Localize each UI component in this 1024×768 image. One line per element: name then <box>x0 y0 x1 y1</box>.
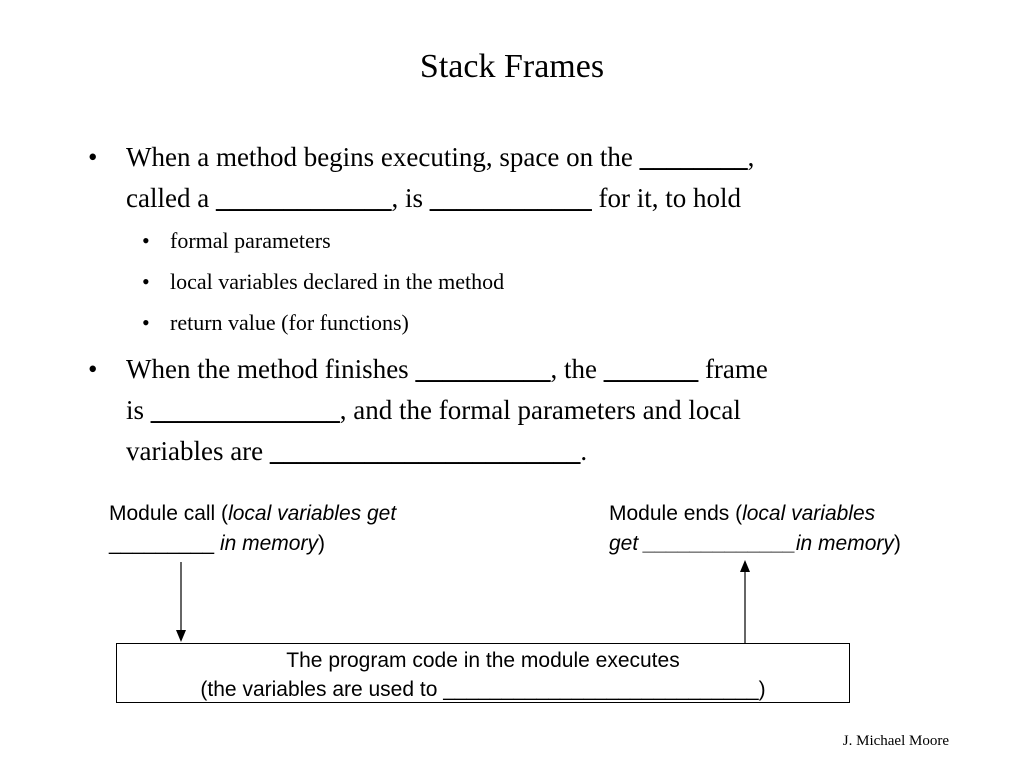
text: When a method begins executing, space on… <box>126 142 640 172</box>
text: , <box>747 142 755 172</box>
bullet-1: • When a method begins executing, space … <box>88 137 754 219</box>
bullet-2-line-2: is ______________, and the formal parame… <box>126 390 768 431</box>
text: , the <box>550 354 604 384</box>
blank: ____________ <box>429 183 592 213</box>
sub-bullet-1: • formal parameters <box>142 227 331 255</box>
text: (the variables are used to <box>200 678 444 701</box>
blank: _________ <box>109 532 215 555</box>
blank: ___________________________ <box>443 678 759 701</box>
sub-bullet-3: • return value (for functions) <box>142 309 409 337</box>
text: ) <box>317 532 325 555</box>
module-call-caption: Module call (local variables get _______… <box>109 499 396 559</box>
bullet-1-line-1: When a method begins executing, space on… <box>126 137 754 178</box>
text: get <box>609 532 645 555</box>
text: is <box>126 395 151 425</box>
bullet-2: • When the method finishes __________, t… <box>88 349 768 472</box>
bullet-dot: • <box>142 310 150 335</box>
bullet-2-line-1: When the method finishes __________, the… <box>126 349 768 390</box>
text: in memory <box>795 532 894 555</box>
box-line-1: The program code in the module executes <box>286 649 680 672</box>
text: called a <box>126 183 216 213</box>
text: local variables get <box>228 502 397 525</box>
box-line-2: (the variables are used to _____________… <box>117 675 849 704</box>
bullet-dot: • <box>142 228 150 253</box>
text: in memory <box>214 532 318 555</box>
module-ends-caption: Module ends (local variables get _______… <box>609 499 901 559</box>
text: . <box>580 436 588 466</box>
text: Module ends ( <box>609 502 743 525</box>
text: , and the formal parameters and local <box>339 395 741 425</box>
program-code-box: The program code in the module executes … <box>116 643 850 703</box>
text: ) <box>893 532 901 555</box>
text: local variables <box>742 502 876 525</box>
up-arrow-icon <box>740 560 750 643</box>
down-arrow-icon <box>176 562 186 642</box>
bullet-1-line-2: called a _____________, is ____________ … <box>126 178 754 219</box>
blank: _____________ <box>215 183 392 213</box>
text: When the method finishes <box>126 354 416 384</box>
sub-bullet-2: • local variables declared in the method <box>142 268 505 296</box>
blank: __________ <box>415 354 551 384</box>
sub-bullet-text: return value (for functions) <box>170 310 409 335</box>
blank: _______ <box>603 354 699 384</box>
text: variables are <box>126 436 270 466</box>
bullet-dot: • <box>142 269 150 294</box>
bullet-2-line-3: variables are _______________________. <box>126 431 768 472</box>
blank: ______________ <box>150 395 340 425</box>
author-footer: J. Michael Moore <box>842 733 949 749</box>
text: for it, to hold <box>591 183 741 213</box>
bullet-dot: • <box>88 142 98 172</box>
blank: ________ <box>639 142 748 172</box>
sub-bullet-text: local variables declared in the method <box>170 269 505 294</box>
text: , is <box>391 183 430 213</box>
text: frame <box>698 354 768 384</box>
text: ) <box>758 678 766 701</box>
blank: _______________________ <box>269 436 581 466</box>
bullet-dot: • <box>88 354 98 384</box>
sub-bullet-text: formal parameters <box>170 228 331 253</box>
blank: _____________ <box>644 532 796 555</box>
slide-title: Stack Frames <box>419 48 605 85</box>
text: Module call ( <box>109 502 229 525</box>
